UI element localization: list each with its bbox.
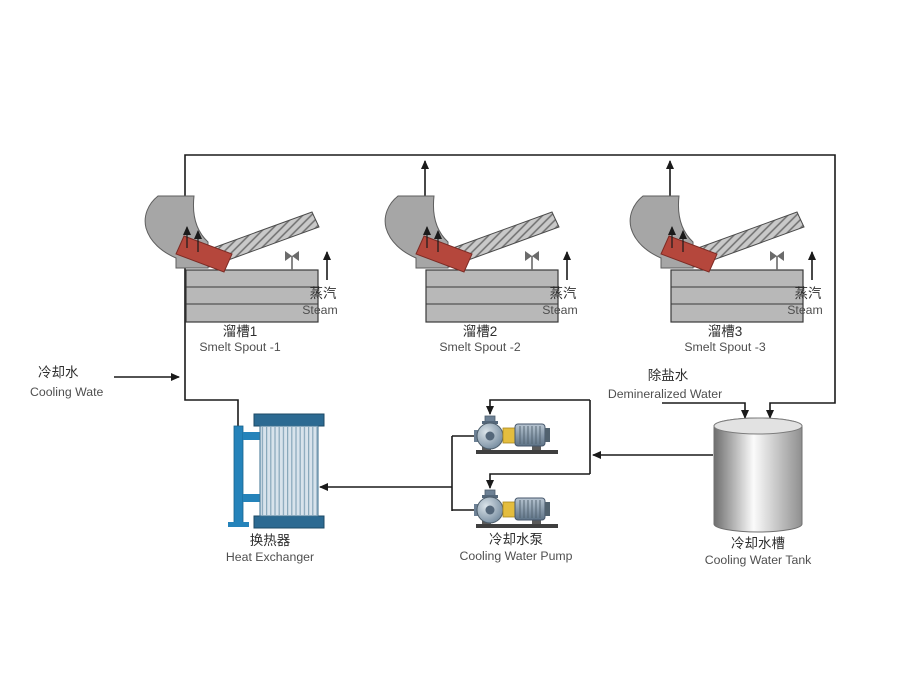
heat-exchanger: 换热器 Heat Exchanger [226,413,325,564]
spout-label-en: Smelt Spout -1 [199,340,280,354]
smelt-spout-unit-2: 溜槽2 Smelt Spout -2 蒸汽 Steam [385,196,578,354]
pump-label-en: Cooling Water Pump [460,549,573,563]
demineralized-water-label-en: Demineralized Water [608,387,722,401]
steam-label-zh: 蒸汽 [795,286,823,301]
pump-shape-use [473,415,559,455]
hx-bottom-cap [253,515,325,529]
cooling-water-pump-labels: 冷却水泵 Cooling Water Pump [460,532,573,563]
steam-label-en: Steam [302,303,338,317]
cooling-water-pump-1 [473,415,559,455]
spout-label-zh: 溜槽2 [463,324,498,339]
tank-label-zh: 冷却水槽 [731,536,785,551]
pipe-feed-pump1 [486,399,590,415]
smelt-spout-unit-1: 溜槽1 Smelt Spout -1 蒸汽 Steam [145,196,338,354]
spout-label-en: Smelt Spout -2 [439,340,520,354]
pump-shape-use [473,489,559,529]
heat-exchanger-label-en: Heat Exchanger [226,550,314,564]
pump-label-zh: 冷却水泵 [489,532,543,547]
cooling-water-inlet-label-en: Cooling Wate [30,385,104,399]
smelt-spout-unit-3: 溜槽3 Smelt Spout -3 蒸汽 Steam [630,196,823,354]
pipe-feed-pump2 [486,473,590,489]
spout-shape-use [385,196,567,322]
pipe-main-loop [184,154,836,428]
cooling-water-inlet-label-zh: 冷却水 [38,365,79,380]
demineralized-water: 除盐水 Demineralized Water [608,368,722,401]
hx-pipe-foot [228,522,249,527]
hx-left-pipe [233,425,244,525]
hx-top-arm [243,432,262,440]
tank-label-en: Cooling Water Tank [705,553,812,567]
hx-top-cap [253,413,325,427]
steam-label-zh: 蒸汽 [310,286,337,301]
cooling-water-inlet: 冷却水 Cooling Wate [30,365,104,399]
tank-top [713,417,803,435]
steam-label-en: Steam [787,303,823,317]
hx-bottom-arm [243,494,262,502]
spout-label-zh: 溜槽1 [223,324,258,339]
spout-shape-use [145,196,327,322]
steam-label-en: Steam [542,303,578,317]
cooling-water-tank: 冷却水槽 Cooling Water Tank [705,417,812,567]
tank-body [713,417,803,533]
cooling-water-pump-2 [473,489,559,529]
steam-label-zh: 蒸汽 [550,286,578,301]
demineralized-water-feed [662,402,749,419]
hx-plate-pack-lines [260,426,318,516]
spout-label-zh: 溜槽3 [708,324,743,339]
spout-shape-use [630,196,812,322]
spout-label-en: Smelt Spout -3 [684,340,765,354]
heat-exchanger-label-zh: 换热器 [250,533,291,548]
demineralized-water-label-zh: 除盐水 [648,368,689,383]
